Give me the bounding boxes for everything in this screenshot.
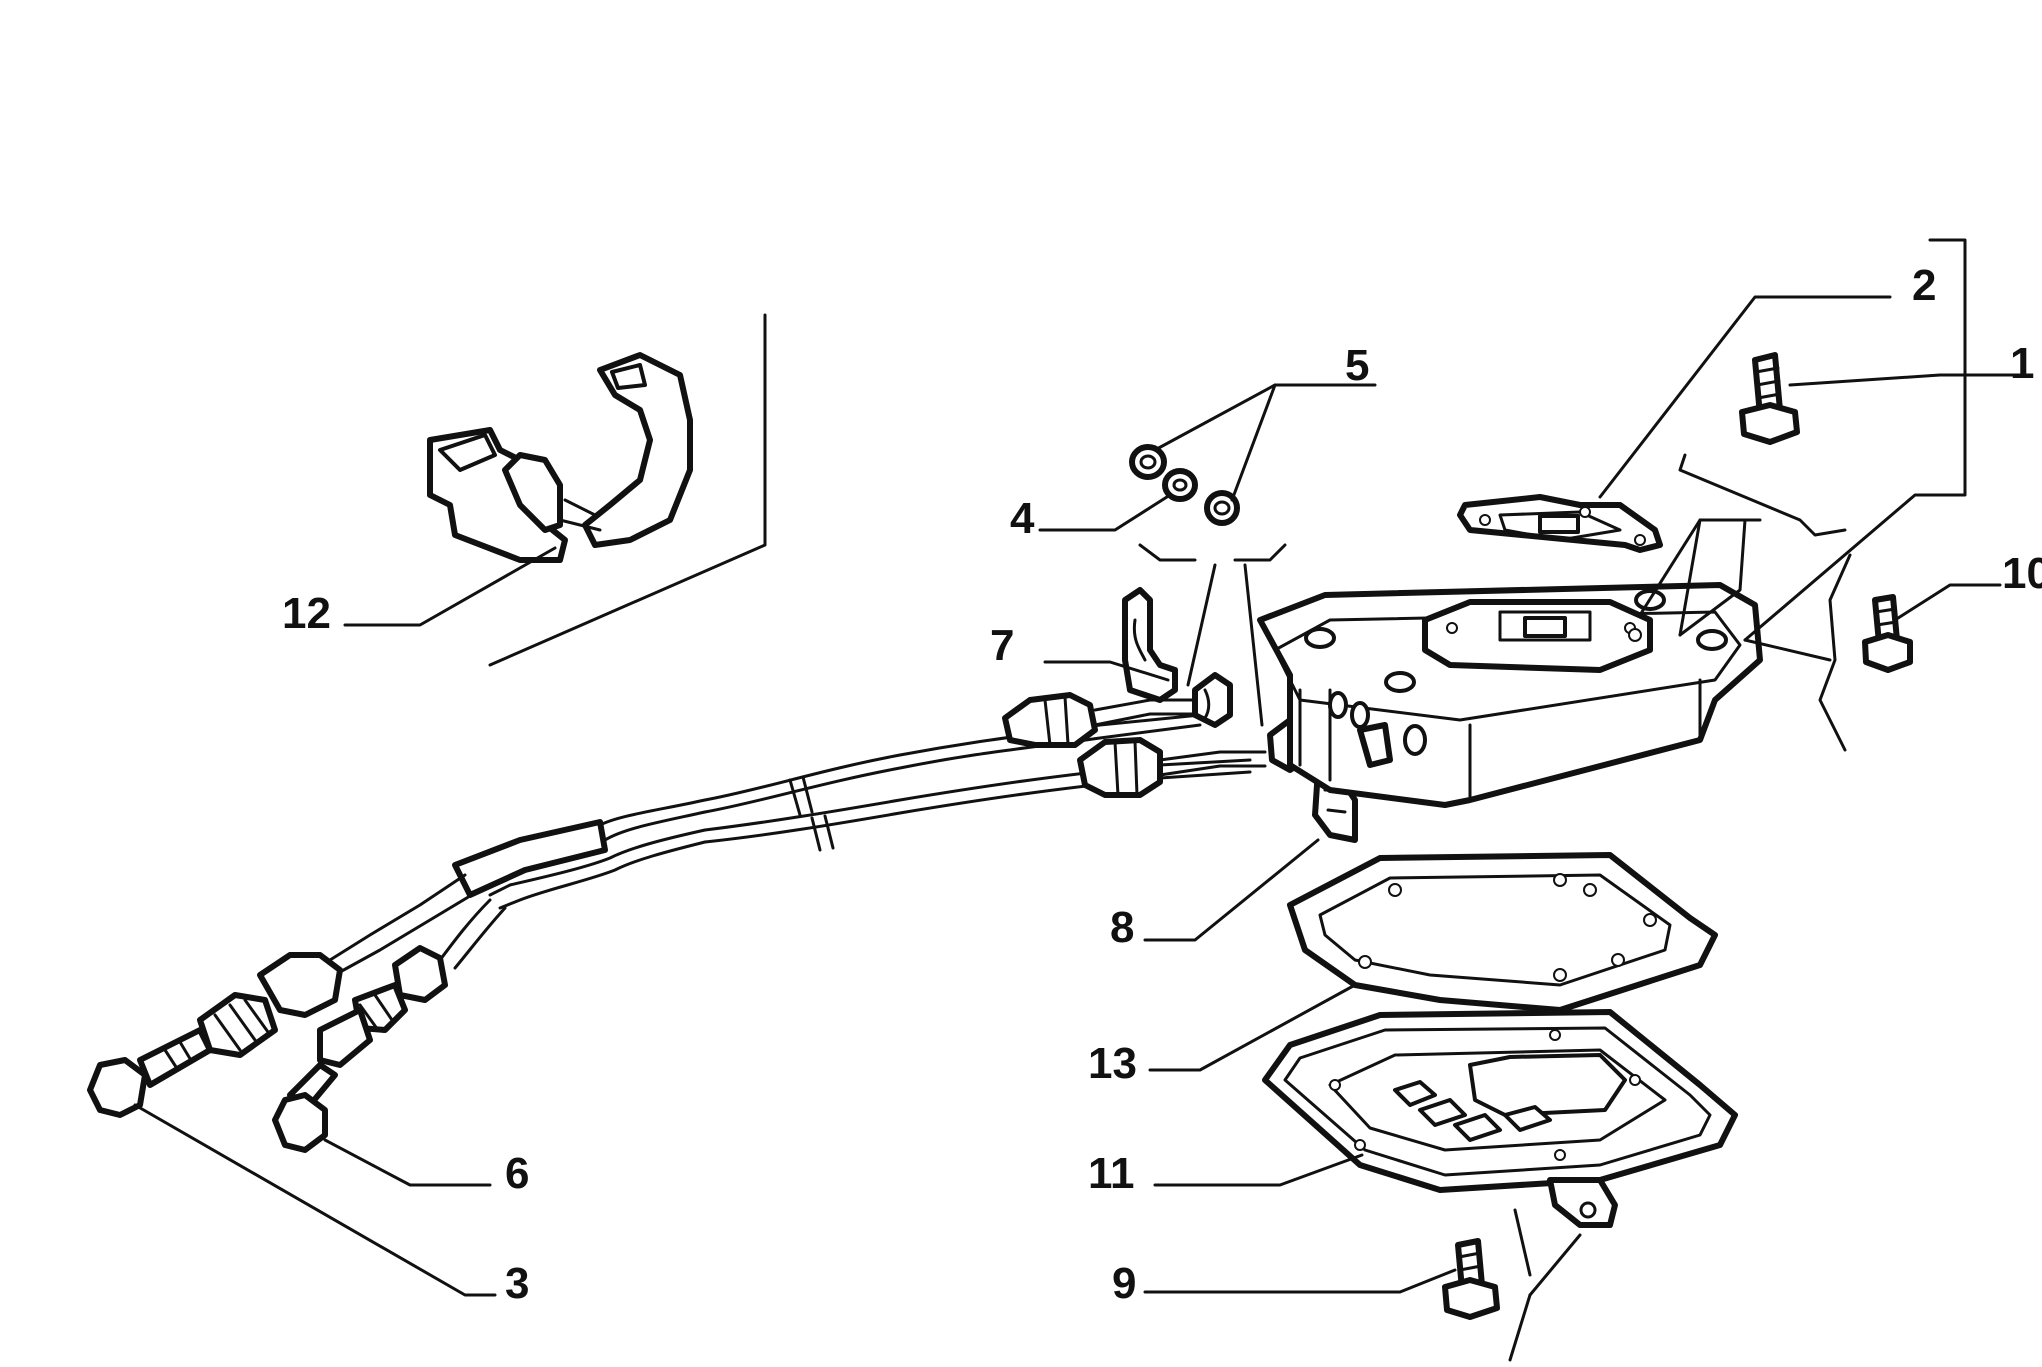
part-10-bolt [1743,553,2002,752]
callout-5: 5 [1345,341,1369,390]
gear-cables [87,692,1267,1153]
part-11-base-plate [1153,1009,1738,1228]
callout-1: 1 [2010,339,2034,388]
part-7-retaining-clip [1043,587,1233,728]
callout-13: 13 [1088,1039,1137,1088]
callout-2: 2 [1912,261,1936,310]
part-1-bolt [1638,238,2032,642]
leader-lines-cables [133,1103,497,1297]
callout-7: 7 [990,621,1014,670]
callout-labels: 1 2 3 4 5 6 7 8 9 10 11 12 13 [282,261,2042,1308]
callout-8: 8 [1110,903,1134,952]
callout-11: 11 [1088,1149,1135,1198]
part-12-cable-clamp [343,313,767,667]
callout-12: 12 [282,589,331,638]
callout-4: 4 [1010,494,1035,543]
part-13-gasket [1148,852,1718,1072]
gearshift-housing [1257,582,1763,808]
callout-6: 6 [505,1149,529,1198]
callout-9: 9 [1112,1259,1136,1308]
part-9-bolt [1143,1208,1582,1362]
callout-3: 3 [505,1259,529,1308]
callout-10: 10 [2002,549,2042,598]
part-2-cover-plate [1457,295,1892,553]
